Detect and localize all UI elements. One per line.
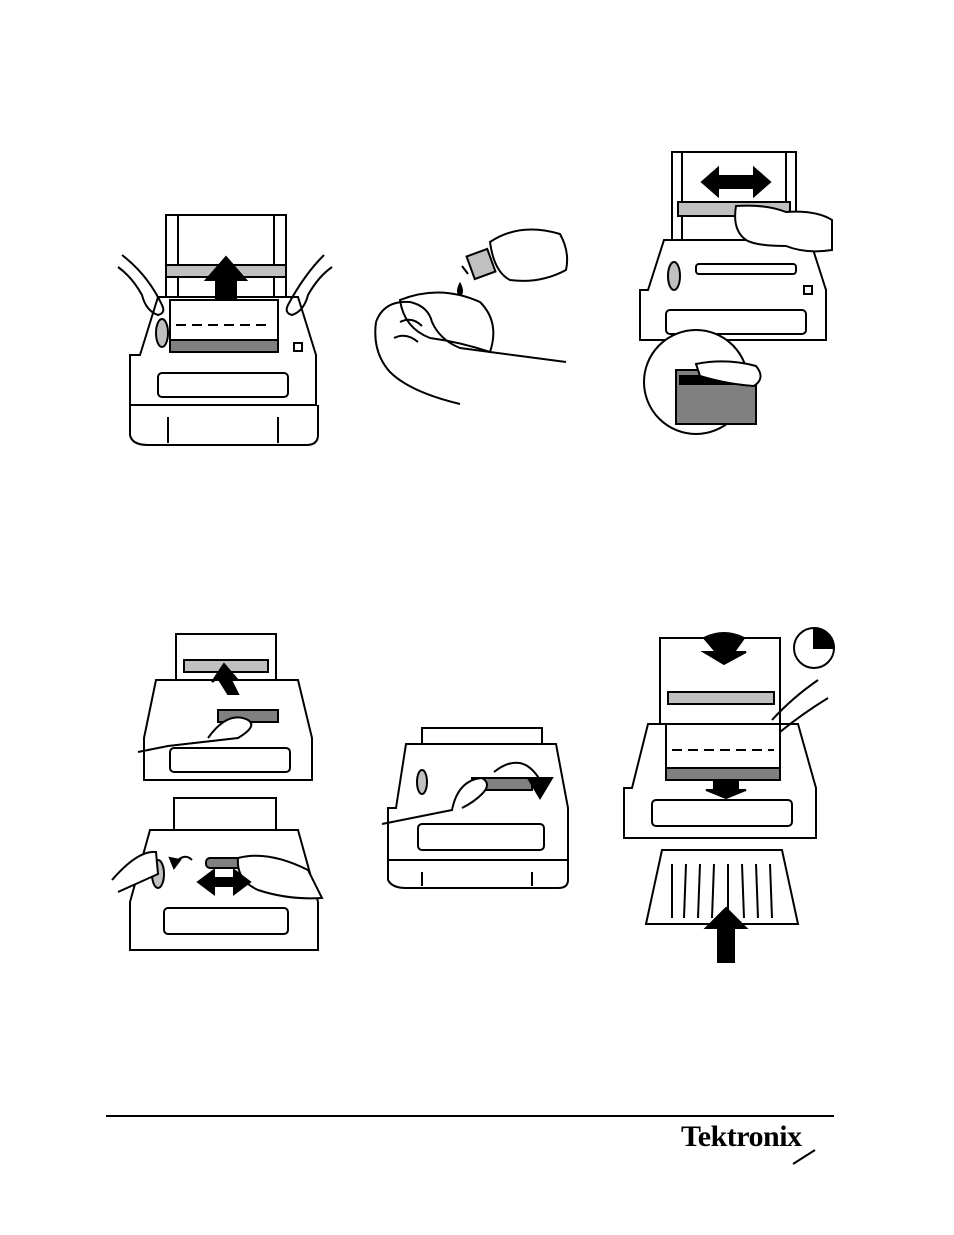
illustration-clean-rollers	[108, 630, 328, 960]
footer-rule	[106, 1115, 834, 1117]
brand-logo: Tektronix	[681, 1120, 833, 1166]
brand-slash-mark	[791, 1148, 817, 1166]
illustration-moisten-cloth	[370, 222, 580, 412]
illustration-rotate-roller	[382, 720, 582, 900]
clock-icon	[794, 628, 834, 668]
illustration-reinstall-and-close	[622, 628, 837, 963]
cleaning-solution-bottle-icon	[462, 230, 567, 281]
illustration-wipe-printhead	[636, 150, 836, 440]
illustration-remove-cartridge	[118, 205, 338, 455]
brand-wordmark: Tektronix	[681, 1120, 802, 1154]
